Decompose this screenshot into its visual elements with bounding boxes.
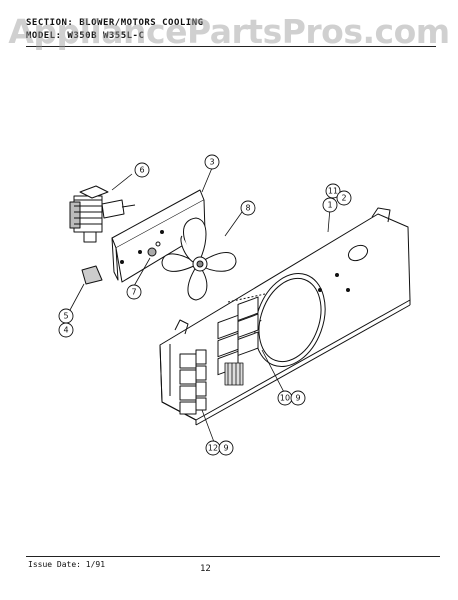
hex-nut	[147, 247, 157, 257]
callout-11: 11	[328, 187, 338, 196]
callout-labels: 6 3 8 7 11 1 2 5 4 10 9 12 9	[63, 158, 346, 453]
callout-10: 10	[280, 394, 290, 403]
section-title: SECTION: BLOWER/MOTORS COOLING	[26, 18, 204, 28]
callout-4: 4	[63, 326, 68, 335]
callout-6: 6	[139, 166, 144, 175]
callout-7: 7	[131, 288, 136, 297]
fan-bracket	[111, 189, 206, 283]
callout-9-upper: 9	[295, 394, 300, 403]
callout-3: 3	[209, 158, 214, 167]
fan-blade	[161, 217, 237, 301]
fan-motor	[69, 185, 136, 243]
footer-rule	[26, 556, 440, 557]
callout-circles	[58, 154, 352, 456]
terminal-strip	[224, 362, 244, 386]
relay-group-left	[179, 349, 207, 415]
issue-date: Issue Date: 1/91	[28, 560, 106, 569]
callout-1: 1	[327, 201, 332, 210]
callout-9-lower: 9	[223, 444, 228, 453]
model-line: MODEL: W350B W355L-C	[26, 31, 145, 41]
spring-clip	[81, 265, 103, 285]
header-rule	[26, 46, 436, 47]
callout-12: 12	[208, 444, 218, 453]
callout-5: 5	[63, 312, 68, 321]
page-number: 12	[200, 564, 211, 574]
leader-lines	[69, 167, 331, 443]
callout-2: 2	[341, 194, 346, 203]
callout-8: 8	[245, 204, 250, 213]
